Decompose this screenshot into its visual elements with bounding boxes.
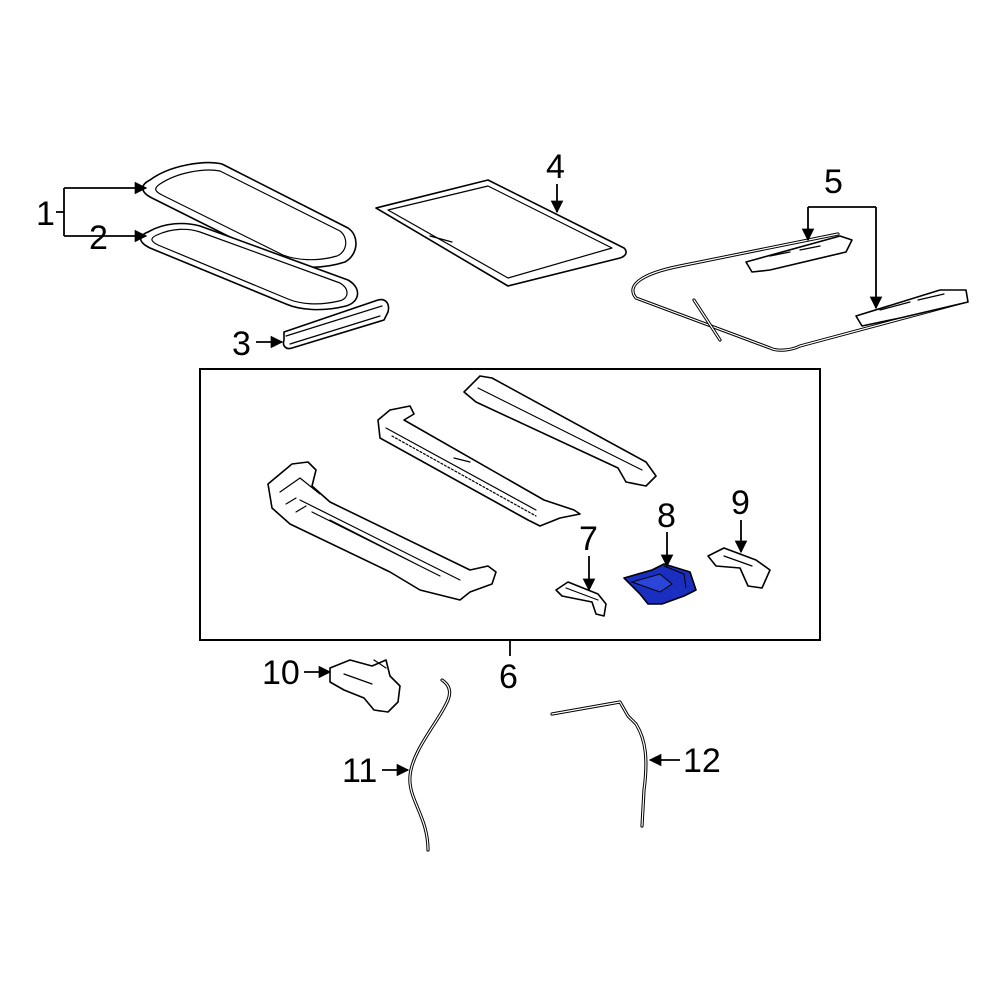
callout-9: 9 [731, 484, 750, 522]
part-9-bracket[interactable] [707, 547, 771, 589]
callout-3: 3 [232, 325, 251, 363]
part-3-deflector[interactable] [282, 298, 390, 350]
part-6-housing-rear-member[interactable] [267, 461, 497, 601]
part-12-drive-cable[interactable] [550, 700, 648, 828]
callout-12: 12 [683, 742, 721, 780]
part-6-housing-front-member[interactable] [377, 405, 581, 527]
part-5-track-assembly[interactable] [631, 232, 969, 352]
part-4-sunshade[interactable] [375, 179, 627, 287]
callout-2: 2 [89, 219, 108, 257]
part-2-seal[interactable] [139, 222, 359, 311]
callout-7: 7 [579, 520, 598, 558]
callout-4: 4 [546, 148, 565, 186]
callout-10: 10 [262, 654, 300, 692]
part-7-bracket[interactable] [555, 581, 607, 617]
callout-8: 8 [657, 497, 676, 535]
callout-11: 11 [342, 752, 377, 790]
part-10-motor[interactable] [329, 659, 401, 713]
callout-leaders [56, 181, 883, 777]
part-11-drive-cable[interactable] [408, 678, 452, 852]
callout-6: 6 [499, 658, 518, 696]
part-8-guide-highlighted[interactable] [623, 563, 697, 605]
part-6-housing-back-rail[interactable] [463, 375, 657, 487]
callout-1: 1 [36, 195, 55, 233]
callout-5: 5 [824, 163, 843, 201]
